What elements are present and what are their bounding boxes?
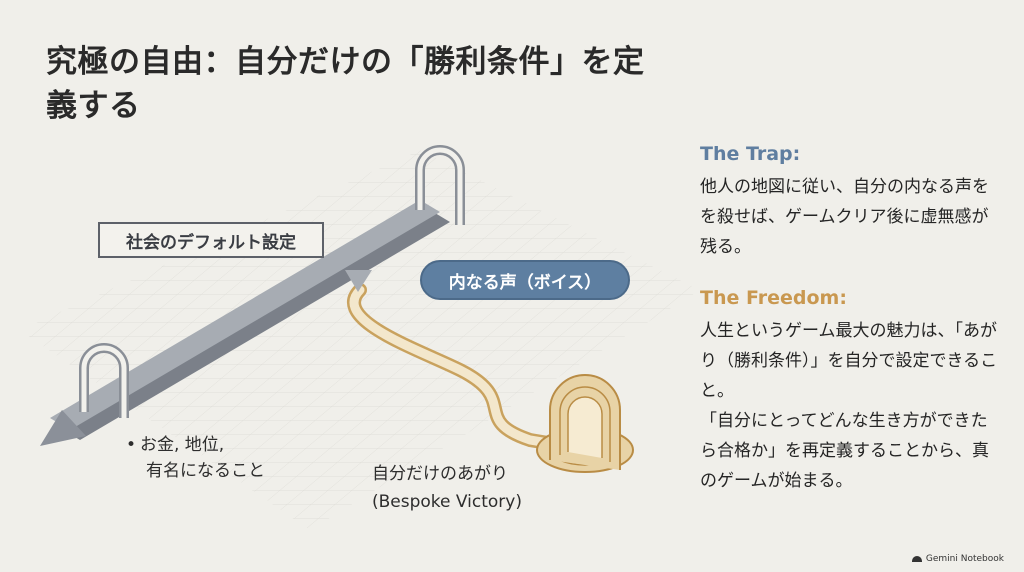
brand-watermark: Gemini Notebook bbox=[911, 554, 1004, 564]
inner-voice-label: 内なる声（ボイス） bbox=[420, 260, 630, 300]
victory-caption-line1: 自分だけのあがり bbox=[372, 464, 508, 484]
victory-arch-icon bbox=[536, 374, 634, 473]
voice-path bbox=[347, 283, 567, 452]
trap-heading: The Trap: bbox=[700, 143, 801, 165]
victory-caption: 自分だけのあがり (Bespoke Victory) bbox=[372, 460, 572, 516]
freedom-text-1: 人生というゲーム最大の魅力は、「あがり（勝利条件）」を自分で設定できること。 bbox=[700, 321, 998, 401]
trap-section: The Trap: 他人の地図に従い、自分の内なる声をを殺せば、ゲームクリア後に… bbox=[700, 140, 1000, 262]
default-road bbox=[40, 200, 450, 446]
default-goals-line2: 有名になること bbox=[146, 461, 265, 481]
floor-grid bbox=[20, 150, 700, 530]
notebook-logo-icon bbox=[911, 556, 922, 562]
trap-text: 他人の地図に従い、自分の内なる声をを殺せば、ゲームクリア後に虚無感が残る。 bbox=[700, 177, 989, 257]
side-panel: The Trap: 他人の地図に従い、自分の内なる声をを殺せば、ゲームクリア後に… bbox=[700, 140, 1000, 496]
victory-caption-line2: (Bespoke Victory) bbox=[372, 492, 522, 512]
freedom-section: The Freedom: 人生というゲーム最大の魅力は、「あがり（勝利条件）」を… bbox=[700, 284, 1000, 496]
default-setting-label: 社会のデフォルト設定 bbox=[98, 222, 324, 258]
brand-name: Gemini Notebook bbox=[925, 554, 1004, 564]
freedom-text-2: 「自分にとってどんな生き方ができたら合格か」を再定義することから、真のゲームが始… bbox=[700, 411, 989, 491]
gate-bottom-icon bbox=[79, 343, 129, 418]
bullet-dot: • bbox=[126, 435, 137, 455]
gate-top-icon bbox=[415, 145, 465, 225]
default-goals: •お金, 地位, 有名になること bbox=[126, 432, 265, 484]
freedom-heading: The Freedom: bbox=[700, 287, 847, 309]
page-title: 究極の自由：自分だけの「勝利条件」を定義する bbox=[46, 44, 645, 124]
default-goals-line1: お金, 地位, bbox=[140, 435, 225, 455]
